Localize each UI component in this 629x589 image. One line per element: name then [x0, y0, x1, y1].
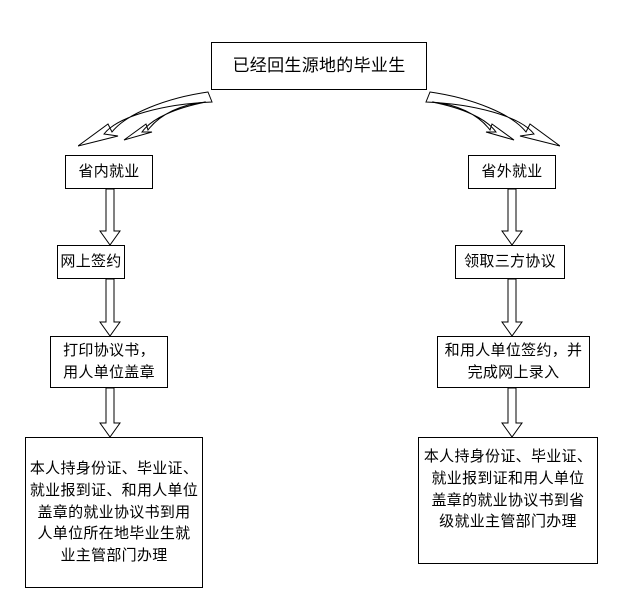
- flowchart-node-r1: 省外就业: [468, 155, 556, 189]
- curved-block-arrow-left-icon: [78, 88, 218, 150]
- flowchart-node-l2: 网上签约: [57, 245, 125, 279]
- flowchart-node-l3: 打印协议书， 用人单位盖章: [50, 336, 168, 388]
- flowchart-node-r2: 领取三方协议: [455, 245, 565, 279]
- flowchart-node-root: 已经回生源地的毕业生: [211, 42, 427, 90]
- curved-block-arrow-right-icon: [420, 88, 560, 150]
- down-block-arrow-icon: [99, 189, 121, 246]
- down-block-arrow-icon: [99, 279, 121, 337]
- flowchart-node-r4: 本人持身份证、毕业证、 就业报到证和用人单位 盖章的就业协议书到省 级就业主管部…: [418, 437, 598, 564]
- flowchart-node-r3: 和用人单位签约，并 完成网上录入: [437, 336, 590, 388]
- down-block-arrow-icon: [99, 388, 121, 438]
- down-block-arrow-icon: [501, 388, 523, 438]
- down-block-arrow-icon: [501, 279, 523, 337]
- down-block-arrow-icon: [501, 189, 523, 246]
- flowchart-node-l4: 本人持身份证、毕业证、 就业报到证、和用人单位 盖章的就业协议书到用 人单位所在…: [25, 437, 203, 588]
- flowchart-node-l1: 省内就业: [65, 155, 153, 189]
